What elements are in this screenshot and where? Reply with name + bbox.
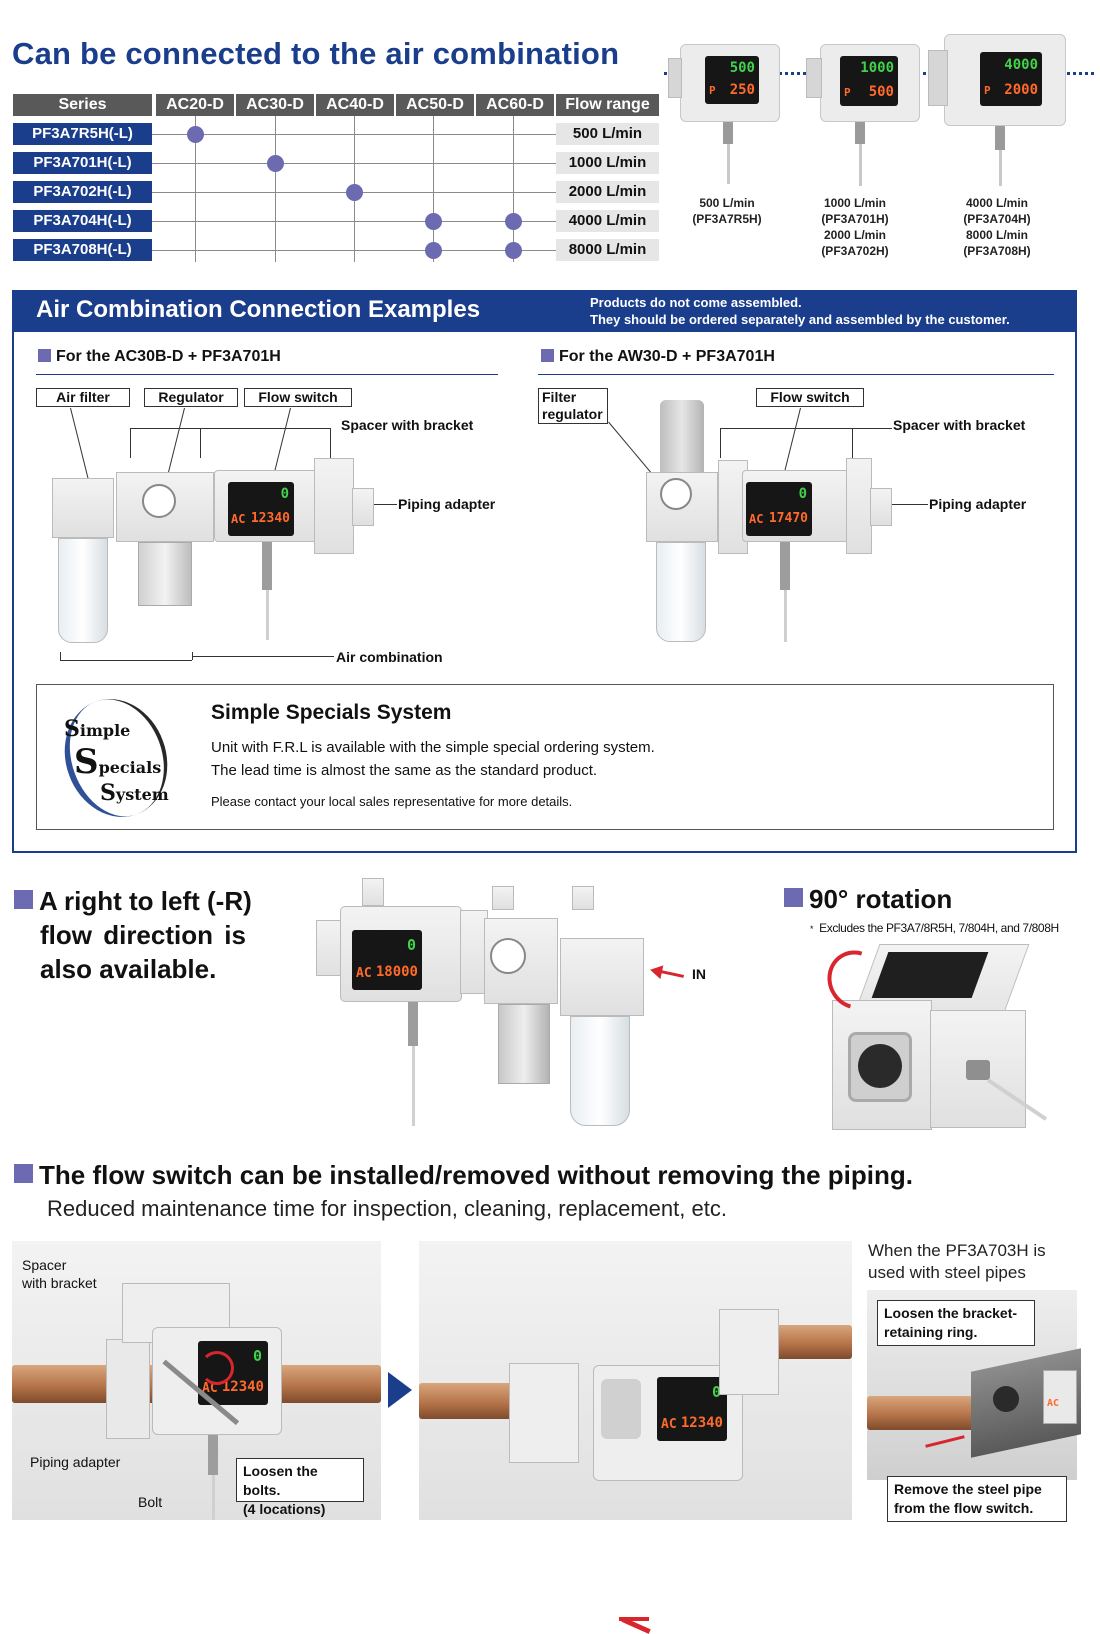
sss-text: Unit with F.R.L is available with the si… [211, 739, 655, 779]
callout-loosen-ring: Loosen the bracket-retaining ring. [877, 1300, 1035, 1346]
flow-subtitle: Reduced maintenance time for inspection,… [47, 1196, 727, 1221]
label-regulator: Regulator [144, 388, 238, 407]
compat-dot [346, 184, 363, 201]
label-air-combination: Air combination [336, 649, 443, 665]
header-flow-range: Flow range [556, 94, 659, 116]
table-row-range: 8000 L/min [556, 239, 659, 261]
grid-hline [152, 163, 556, 164]
rl-heading: A right to left (-R) flow direction is a… [14, 884, 252, 986]
examples-title: Air Combination Connection Examples [36, 296, 481, 323]
example-right-title: For the AW30-D + PF3A701H [541, 348, 775, 366]
lcd-display: 0 AC 12340 [228, 482, 294, 536]
label-piping-adapter: Piping adapter [398, 496, 496, 512]
compat-dot [267, 155, 284, 172]
lcd-display: 0 AC 17470 [746, 482, 812, 536]
table-row-range: 2000 L/min [556, 181, 659, 203]
table-row-range: 1000 L/min [556, 152, 659, 174]
header-ac20: AC20-D [156, 94, 234, 116]
grid-vline [275, 116, 276, 262]
header-ac60: AC60-D [476, 94, 554, 116]
callout-loosen-bolts: Loosen the bolts.(4 locations) [236, 1458, 364, 1517]
table-row-model: PF3A708H(-L) [13, 239, 152, 261]
label-piping-adapter: Piping adapter [30, 1454, 121, 1470]
label-flow-switch: Flow switch [756, 388, 864, 407]
product-caption: 500 L/min(PF3A7R5H) [692, 196, 762, 226]
subheading-rule [36, 374, 498, 375]
in-label: IN [692, 966, 706, 982]
flow-heading: The flow switch can be installed/removed… [14, 1160, 913, 1191]
grid-hline [152, 221, 556, 222]
sss-panel [36, 684, 1054, 830]
table-row-range: 500 L/min [556, 123, 659, 145]
label-flow-switch: Flow switch [244, 388, 352, 407]
compat-dot [505, 213, 522, 230]
lcd-display: 1000 P 500 [840, 56, 898, 106]
subheading-rule [538, 374, 1054, 375]
label-spacer: Spacer with bracket [893, 417, 1026, 433]
grid-vline [433, 116, 434, 262]
label-air-filter: Air filter [36, 388, 130, 407]
sss-logo: Simple Specials System [48, 684, 184, 832]
lcd-display: 0 AC 18000 [352, 930, 422, 990]
next-arrow-icon [388, 1372, 412, 1408]
table-row-model: PF3A701H(-L) [13, 152, 152, 174]
header-series: Series [13, 94, 152, 116]
header-ac50: AC50-D [396, 94, 474, 116]
rotation-heading: 90° rotation [784, 884, 952, 915]
grid-hline [152, 134, 556, 135]
compat-dot [425, 213, 442, 230]
examples-note: Products do not come assembled.They shou… [590, 295, 1010, 327]
rotation-note: *Excludes the PF3A7/8R5H, 7/804H, and 7/… [810, 921, 1059, 935]
compat-dot [187, 126, 204, 143]
table-row-model: PF3A704H(-L) [13, 210, 152, 232]
sss-title: Simple Specials System [211, 701, 452, 724]
lcd-display: 500 P 250 [705, 56, 759, 104]
examples-header [14, 292, 1075, 332]
label-piping-adapter: Piping adapter [929, 496, 1027, 512]
sss-contact: Please contact your local sales represen… [211, 794, 573, 809]
label-bolt: Bolt [138, 1494, 163, 1510]
examples-box [12, 290, 1077, 853]
lcd-display: 0 AC 12340 [657, 1377, 727, 1441]
product-caption: 4000 L/min(PF3A704H) 8000 L/min(PF3A708H… [963, 196, 1031, 258]
example-left-title: For the AC30B-D + PF3A701H [38, 348, 281, 366]
table-row-range: 4000 L/min [556, 210, 659, 232]
compat-dot [425, 242, 442, 259]
header-ac30: AC30-D [236, 94, 314, 116]
lcd-display: 4000 P 2000 [980, 52, 1042, 106]
table-row-model: PF3A702H(-L) [13, 181, 152, 203]
grid-vline [513, 116, 514, 262]
compat-dot [505, 242, 522, 259]
grid-hline [152, 250, 556, 251]
product-caption: 1000 L/min(PF3A701H) 2000 L/min(PF3A702H… [821, 196, 889, 258]
label-spacer: Spacer with bracket [341, 417, 474, 433]
header-ac40: AC40-D [316, 94, 394, 116]
grid-vline [195, 116, 196, 262]
table-row-model: PF3A7R5H(-L) [13, 123, 152, 145]
page-title: Can be connected to the air combination [12, 36, 620, 71]
install-photo-2: 0 AC 12340 [419, 1241, 852, 1634]
